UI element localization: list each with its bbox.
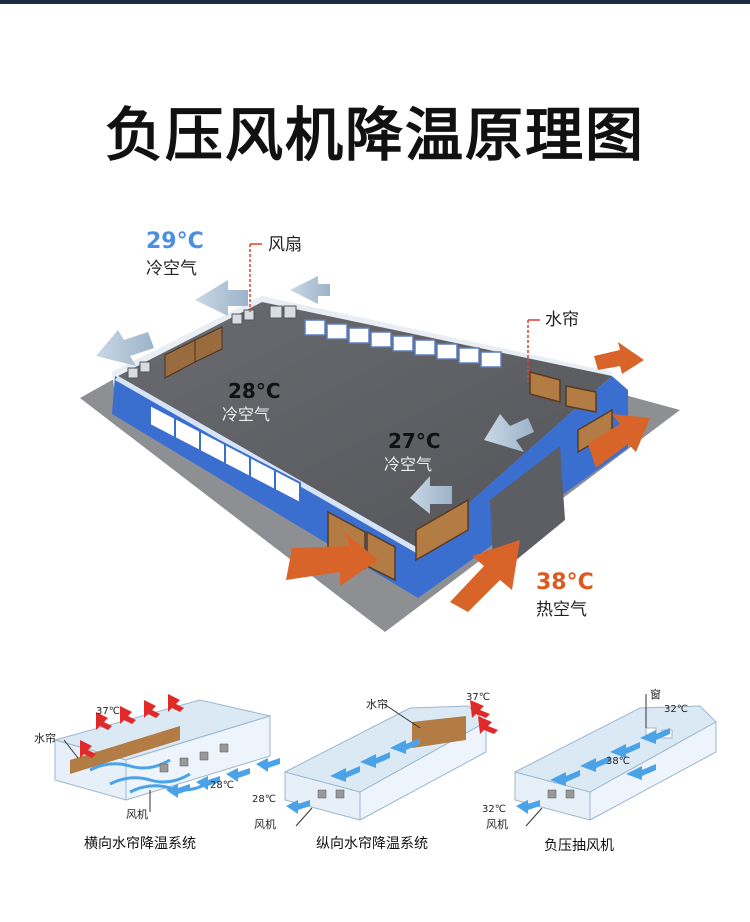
back-left-curtains: [164, 326, 223, 379]
cold-air-label-1: 冷空气: [146, 259, 197, 279]
fan-label: 风扇: [268, 235, 302, 255]
diagram2-temp-out: 28℃: [252, 794, 276, 805]
diagram-lengthwise: 水帘 37℃ 28℃ 风机 纵向水帘降温系统: [252, 692, 498, 852]
diagram1-caption: 横向水帘降温系统: [84, 836, 196, 852]
temp-28-label: 28°C: [228, 379, 281, 403]
hot-air-label: 热空气: [536, 600, 587, 620]
diagram2-curtain-label: 水帘: [366, 697, 388, 711]
diagram-negative-pressure: 窗 32℃ 38℃ 32℃ 风机 负压抽风机: [482, 687, 717, 854]
back-windows: [304, 319, 502, 368]
diagram2-temp-in: 37℃: [466, 692, 490, 703]
top-border-line: [0, 0, 750, 4]
water-curtains-right: [529, 371, 613, 454]
diagram1-temp-in: 37℃: [96, 706, 120, 717]
diagram2-fan-label: 风机: [254, 817, 276, 831]
cold-air-label-2: 冷空气: [222, 405, 270, 424]
diagram3-temp-out: 32℃: [482, 804, 506, 815]
cold-air-label-3: 冷空气: [384, 455, 432, 474]
diagram3-caption: 负压抽风机: [544, 838, 614, 854]
diagram3-window-label: 窗: [650, 687, 661, 701]
temp-29-label: 29°C: [146, 229, 204, 254]
hot-air-arrows: [286, 342, 650, 612]
diagram3-temp-window: 32℃: [664, 704, 688, 715]
diagram-crosswise: 水帘 37℃ 28℃ 风机 横向水帘降温系统: [34, 694, 280, 852]
temp-27-label: 27°C: [388, 429, 441, 453]
water-curtains-front: [327, 498, 469, 582]
curtain-label: 水帘: [545, 310, 579, 330]
diagram1-curtain-label: 水帘: [34, 731, 56, 745]
diagram1-fan-label: 风机: [126, 807, 148, 821]
diagram2-caption: 纵向水帘降温系统: [316, 836, 428, 852]
diagram1-temp-out: 28℃: [210, 780, 234, 791]
diagram3-fan-label: 风机: [486, 817, 508, 831]
cool-air-arrows: [96, 276, 534, 514]
diagram3-temp-mid: 38℃: [606, 756, 630, 767]
page-title: 负压风机降温原理图: [104, 101, 645, 169]
temp-38-label: 38°C: [536, 570, 594, 595]
front-windows: [149, 403, 301, 505]
fans: [127, 305, 297, 379]
